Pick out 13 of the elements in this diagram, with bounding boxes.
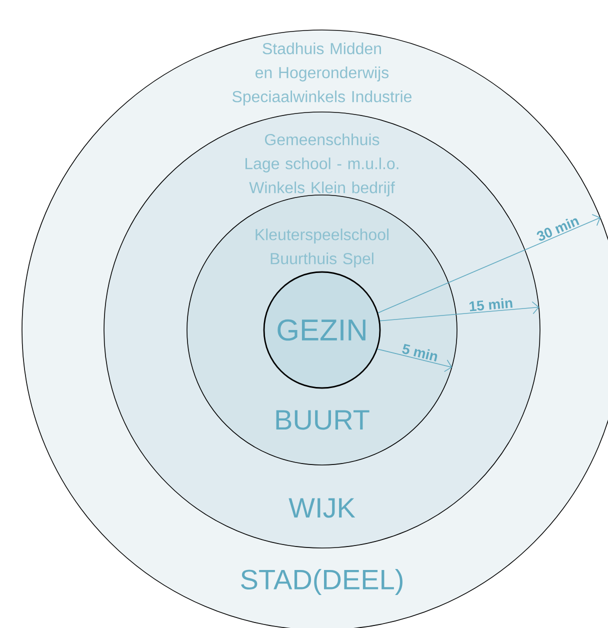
circle-label: GEZIN [278,319,366,341]
edge-label: 15 min [469,298,512,312]
edge-label: 5 min [402,344,438,362]
circle-label: STAD(DEEL) [241,568,402,596]
arrow [380,301,540,322]
edge-label: 30 min [536,218,580,241]
arrow [377,348,452,372]
place-list: Kleuterspeelschool Buurthuis Spel [256,228,388,268]
place-list: Gemeenschhuis Lage school - m.u.l.o. Winkels Klein bedrijf [246,134,398,196]
circle-label: WIJK [288,498,356,518]
circle-label: BUURT [276,410,370,430]
arrow [378,214,601,314]
place-list: Stadhuis Midden en Hogeronderwijs Speciaalwinkels Industrie [232,42,412,106]
